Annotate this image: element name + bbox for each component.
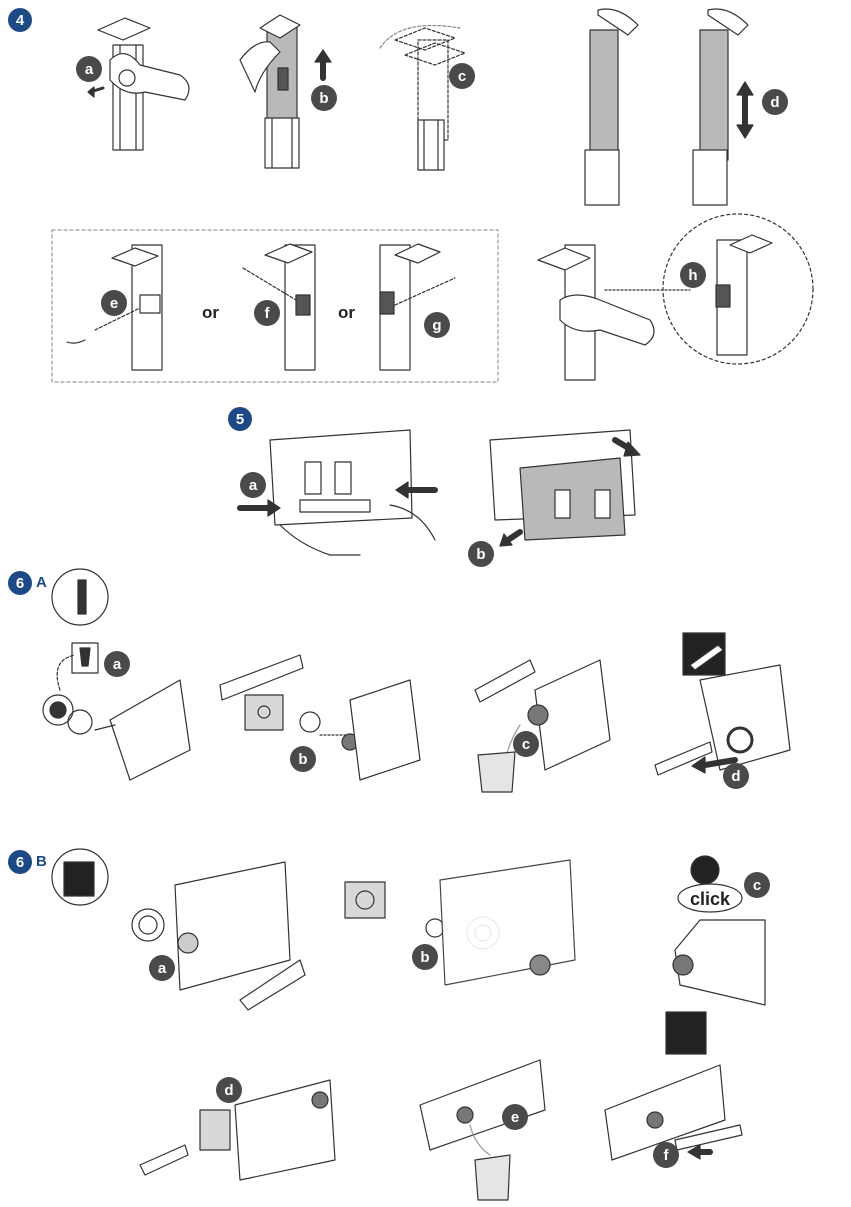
step6b-label-d: d	[216, 1077, 242, 1103]
step5-label-b: b	[468, 541, 494, 567]
step4b-frame-illustration	[239, 14, 332, 169]
step-6a-number: 6	[15, 574, 25, 592]
or-text-2: or	[338, 303, 355, 322]
step4d-frames-illustration	[584, 8, 754, 206]
step6b-icon-circle	[51, 848, 109, 906]
step6a-label-d: d	[723, 763, 749, 789]
step5a-panel	[237, 429, 438, 556]
step4-label-e: e	[101, 290, 127, 316]
step6b-label-b: b	[412, 944, 438, 970]
click-text: click	[690, 889, 731, 909]
step4-label-b: b	[311, 85, 337, 111]
step6b-a	[131, 861, 306, 1011]
step6b-label-c: c	[744, 872, 770, 898]
step-4-number: 4	[15, 11, 25, 29]
step5-label-a: a	[240, 472, 266, 498]
step6b-c	[672, 855, 766, 1006]
step5b-panel	[489, 429, 641, 547]
step6b-d	[139, 1079, 336, 1181]
step6b-b	[344, 859, 576, 986]
step4-label-c: c	[449, 63, 475, 89]
step-6b-suffix: B	[36, 853, 47, 870]
step6b-label-f: f	[653, 1142, 679, 1168]
step6a-label-b: b	[290, 746, 316, 772]
step6a-c	[474, 659, 611, 793]
step-4-badge: 4	[8, 8, 32, 32]
options-dashed-box	[51, 229, 499, 383]
step6a-icon-circle	[51, 568, 109, 626]
step-5-number: 5	[235, 410, 245, 428]
step-6b-badge: 6	[8, 850, 32, 874]
step6b-label-a: a	[149, 955, 175, 981]
step4-label-a: a	[76, 56, 102, 82]
step4f-frame	[242, 243, 316, 371]
detail-circle	[662, 213, 814, 365]
step-6b-number: 6	[15, 853, 25, 871]
step4-label-f: f	[254, 300, 280, 326]
step6a-label-c: c	[513, 731, 539, 757]
step4-label-h: h	[680, 262, 706, 288]
step-6a-badge: 6	[8, 571, 32, 595]
step4h-frame	[715, 234, 773, 356]
step-5-badge: 5	[228, 407, 252, 431]
step6a-b	[219, 654, 421, 781]
step-6a-suffix: A	[36, 574, 47, 591]
step4a-frame-illustration	[87, 17, 190, 151]
step6a-d	[654, 632, 791, 776]
step4-wrench-frame	[537, 244, 691, 381]
step4-label-g: g	[424, 312, 450, 338]
step6b-f	[604, 1011, 743, 1161]
step6a-label-a: a	[104, 651, 130, 677]
step6b-label-e: e	[502, 1104, 528, 1130]
step4c-lower-frame	[417, 119, 445, 171]
step4g-frame	[379, 243, 456, 371]
step4e-frame	[66, 244, 163, 371]
or-text-1: or	[202, 303, 219, 322]
step6b-e	[419, 1059, 546, 1201]
step6a-a	[42, 642, 191, 781]
step4-label-d: d	[762, 89, 788, 115]
